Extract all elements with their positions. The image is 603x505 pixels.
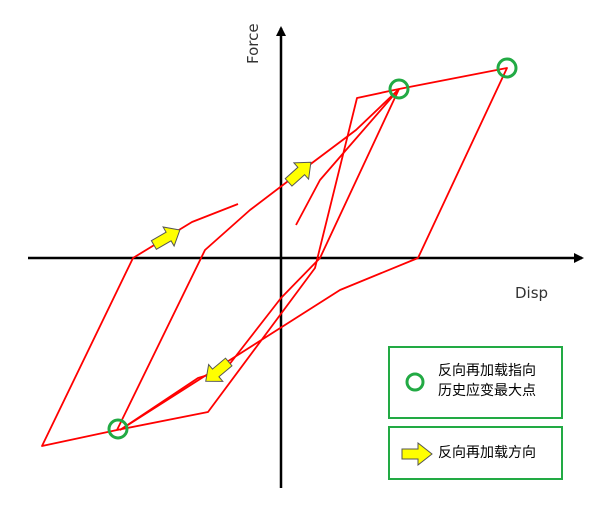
legend-reload-direction: 反向再加载方向 [388, 426, 563, 480]
reload-direction-arrow-center [284, 161, 312, 187]
legend-max-point: 反向再加载指向 历史应变最大点 [388, 346, 563, 419]
outer-loop-curve [41, 67, 508, 447]
max-point-marker-lower [107, 418, 129, 440]
reload-curve [295, 88, 400, 226]
yellow-arrow-icon [401, 442, 433, 466]
inner-loop-curve [116, 88, 400, 431]
max-point-marker-upper-left [388, 78, 410, 100]
legend-max-point-line2: 历史应变最大点 [438, 383, 536, 399]
reload-direction-arrow-lower [205, 357, 233, 382]
reload-direction-arrow-left [150, 226, 181, 251]
legend-max-point-text: 反向再加载指向 历史应变最大点 [438, 361, 536, 401]
circle-marker-icon [405, 372, 425, 392]
middle-loop-curve [119, 88, 400, 431]
max-point-marker-upper-right [496, 57, 518, 79]
y-axis-label: Force [244, 23, 262, 64]
legend-max-point-line1: 反向再加载指向 [438, 363, 536, 379]
x-axis-label: Disp [515, 284, 549, 302]
legend-reload-direction-text: 反向再加载方向 [438, 445, 536, 461]
